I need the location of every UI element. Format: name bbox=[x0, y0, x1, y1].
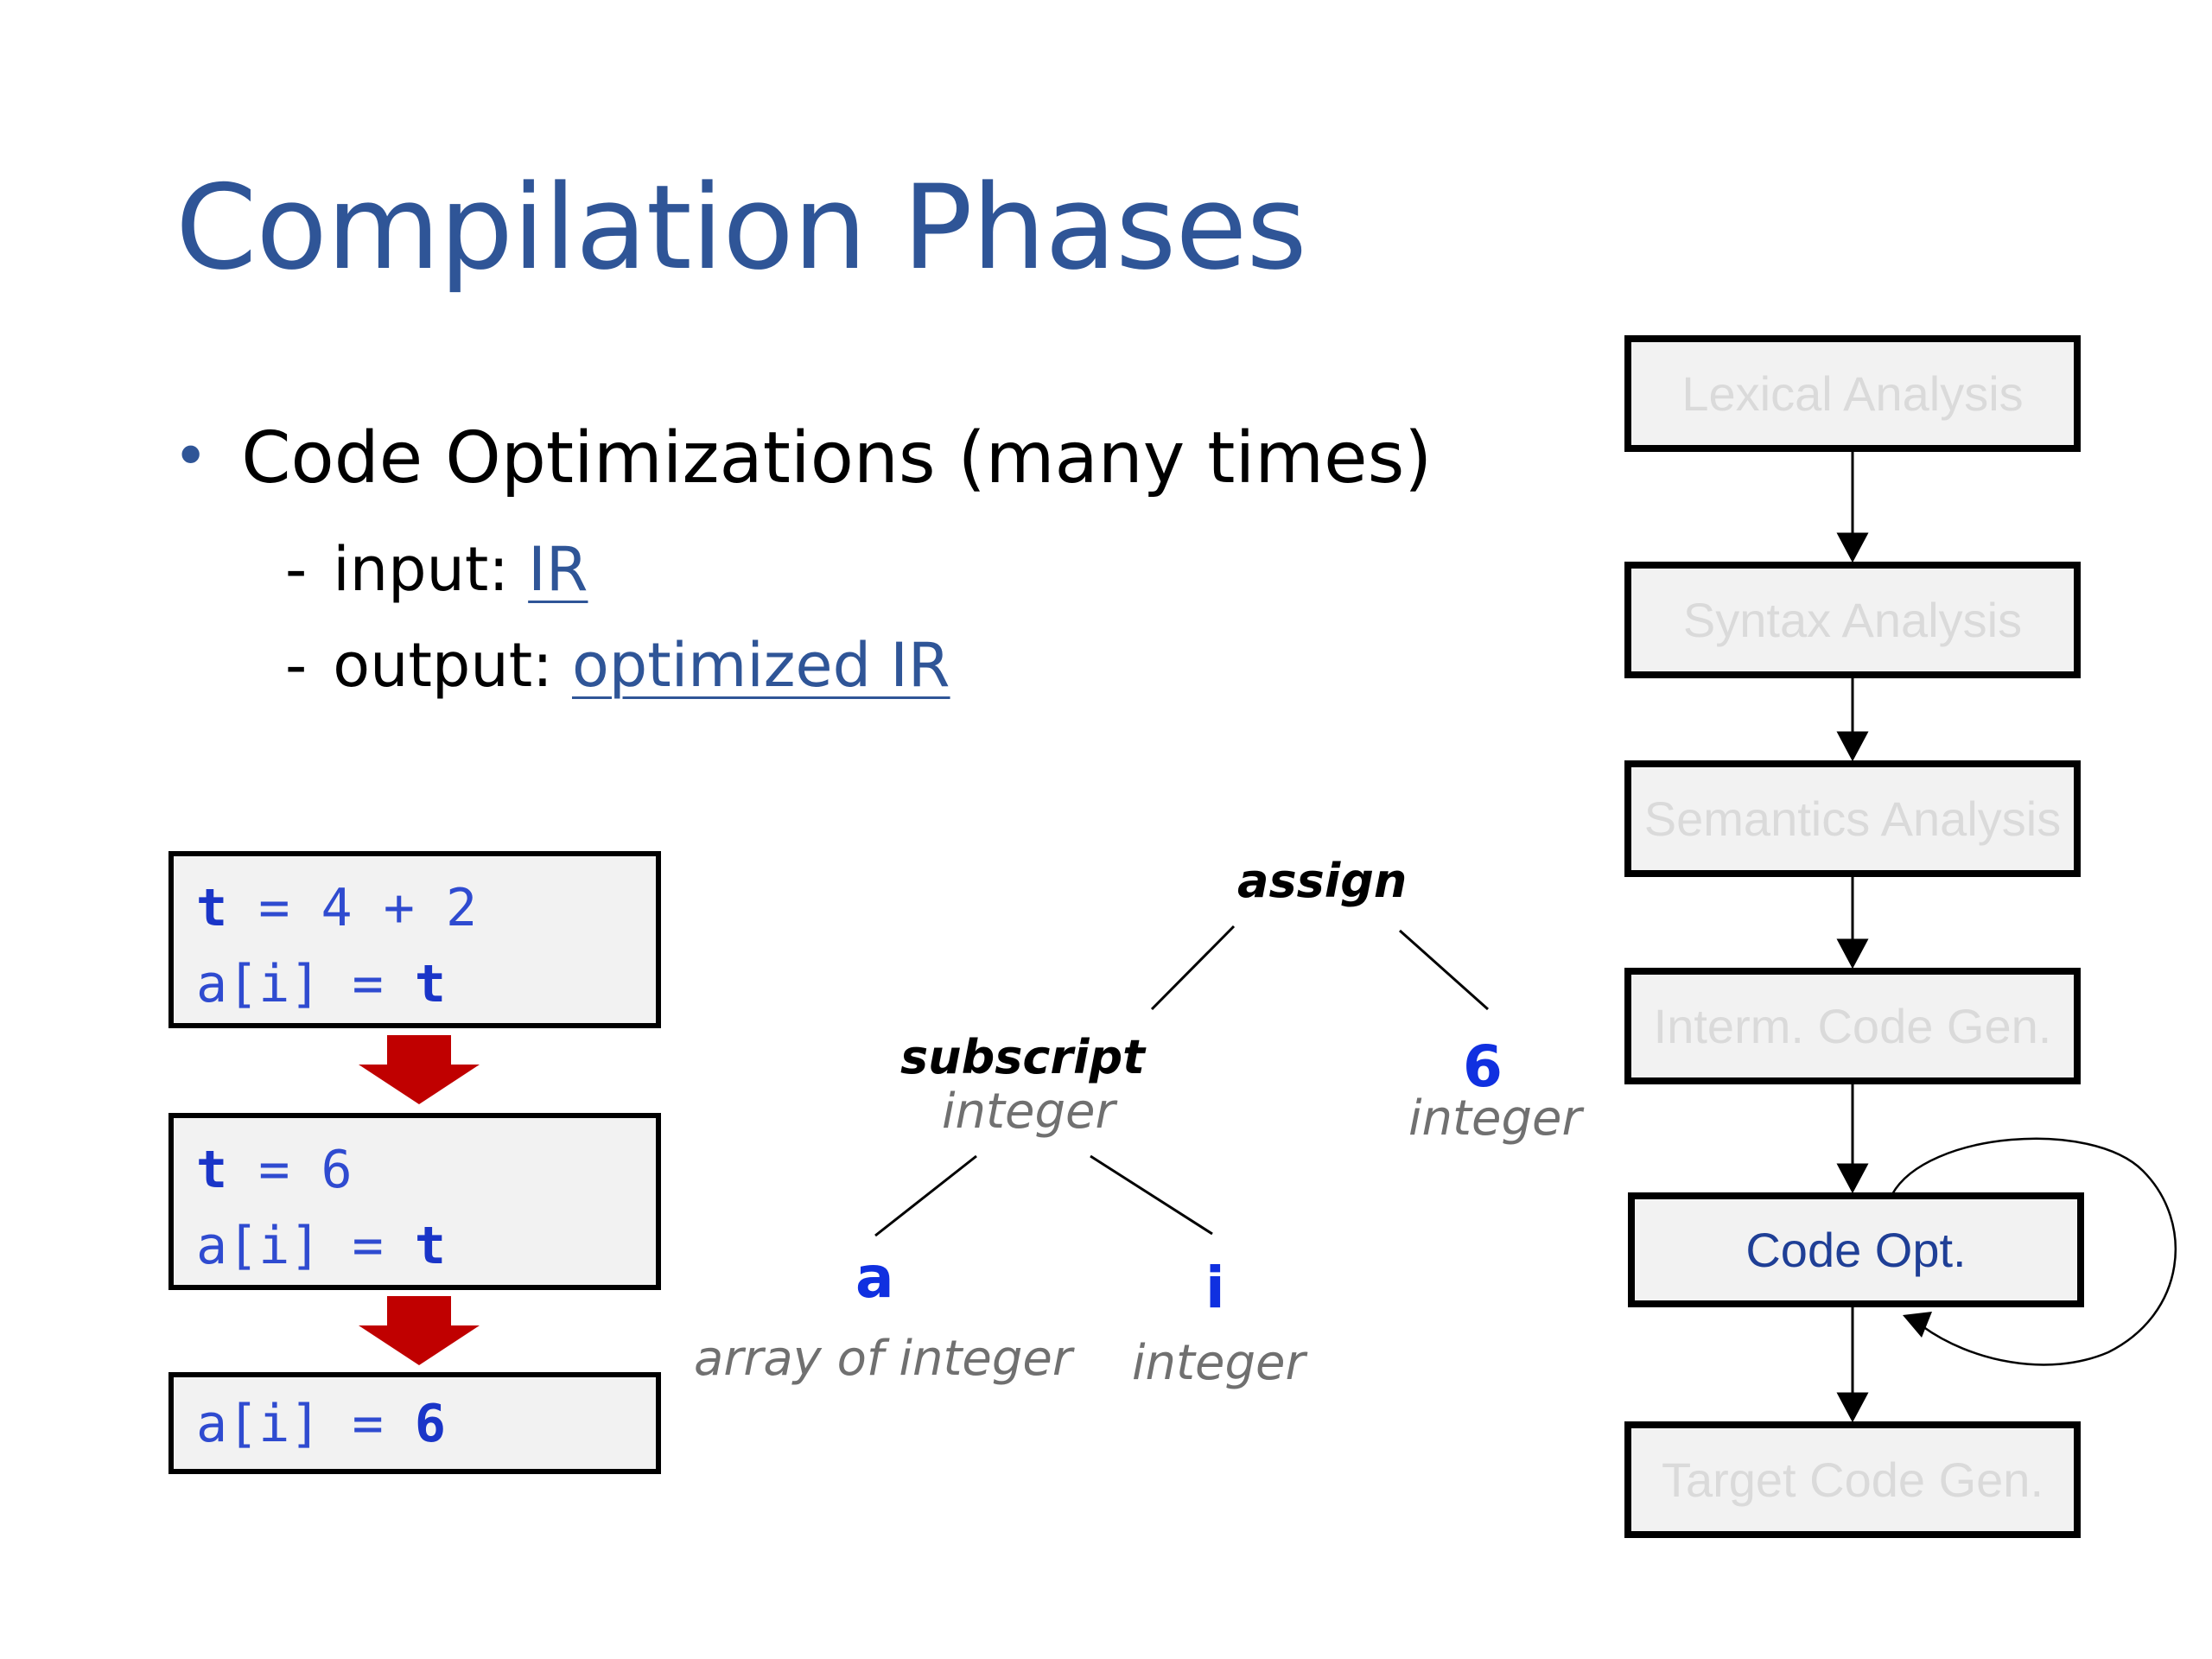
code-var: t bbox=[414, 1216, 446, 1276]
code-text: = 4 + 2 bbox=[227, 878, 478, 938]
tree-type-subscript: integer bbox=[942, 1084, 1116, 1140]
sub-bullet-output: -output: optimized IR bbox=[285, 635, 950, 696]
tree-edge bbox=[1399, 929, 1489, 1011]
pipeline-arrows bbox=[1836, 452, 1869, 1423]
output-label: output: bbox=[333, 630, 572, 701]
code-text: a[i] = bbox=[196, 954, 415, 1014]
phase-target-code-gen: Target Code Gen. bbox=[1624, 1421, 2081, 1538]
tree-edge bbox=[1090, 1154, 1213, 1236]
tree-node-a: a bbox=[855, 1244, 894, 1311]
phase-syntax-analysis: Syntax Analysis bbox=[1624, 562, 2081, 678]
tree-node-six: 6 bbox=[1463, 1033, 1503, 1100]
phase-lexical-analysis: Lexical Analysis bbox=[1624, 335, 2081, 452]
bullet-code-optimizations: •Code Optimizations (many times) bbox=[173, 423, 1432, 494]
code-step-1: t = 4 + 2 a[i] = t bbox=[168, 851, 661, 1028]
bullet-text: Code Optimizations (many times) bbox=[241, 417, 1433, 499]
code-value: 6 bbox=[414, 1394, 446, 1454]
tree-node-assign: assign bbox=[1237, 854, 1408, 908]
phase-code-opt: Code Opt. bbox=[1628, 1192, 2084, 1307]
tree-type-a: array of integer bbox=[694, 1331, 1072, 1387]
output-optimized-ir-link[interactable]: optimized IR bbox=[571, 630, 950, 701]
red-arrow-1-icon bbox=[359, 1035, 480, 1104]
bullet-dot-icon: • bbox=[173, 421, 209, 492]
code-text: a[i] = bbox=[196, 1394, 415, 1454]
tree-type-i: integer bbox=[1132, 1335, 1306, 1391]
code-text: a[i] = bbox=[196, 1216, 415, 1276]
code-var: t bbox=[196, 878, 228, 938]
dash-icon: - bbox=[285, 534, 308, 605]
slide-title: Compilation Phases bbox=[175, 160, 1307, 296]
input-label: input: bbox=[333, 534, 529, 605]
code-var: t bbox=[414, 954, 446, 1014]
red-arrow-2-icon bbox=[359, 1296, 480, 1365]
tree-node-subscript: subscript bbox=[900, 1030, 1145, 1084]
tree-edge bbox=[1150, 925, 1236, 1011]
code-step-2: t = 6 a[i] = t bbox=[168, 1113, 661, 1290]
loop-arrow-icon bbox=[1891, 1137, 2177, 1366]
code-step-3: a[i] = 6 bbox=[168, 1372, 661, 1474]
phase-semantics-analysis: Semantics Analysis bbox=[1624, 760, 2081, 877]
code-text: = 6 bbox=[227, 1140, 353, 1200]
tree-type-six: integer bbox=[1408, 1090, 1582, 1147]
input-ir-link[interactable]: IR bbox=[528, 534, 588, 605]
sub-bullet-input: -input: IR bbox=[285, 539, 588, 600]
tree-edge bbox=[874, 1154, 977, 1237]
tree-node-i: i bbox=[1205, 1255, 1225, 1321]
code-var: t bbox=[196, 1140, 228, 1200]
phase-interm-code-gen: Interm. Code Gen. bbox=[1624, 968, 2081, 1084]
dash-icon: - bbox=[285, 630, 308, 701]
